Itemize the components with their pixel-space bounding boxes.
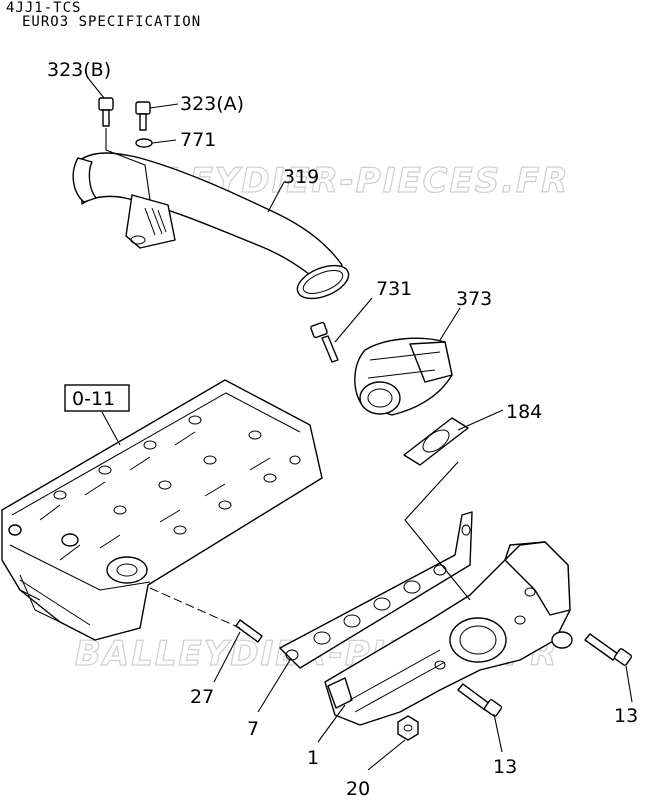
washer-771 xyxy=(135,138,153,148)
intake-pipe-319 xyxy=(72,152,350,300)
bolt-13-lower xyxy=(457,683,503,717)
callout-323a[interactable]: 323(A) xyxy=(180,93,244,115)
nut-20 xyxy=(397,715,419,741)
callout-1[interactable]: 1 xyxy=(307,747,319,769)
callout-7[interactable]: 7 xyxy=(247,718,259,740)
callout-319[interactable]: 319 xyxy=(283,166,319,188)
callout-373[interactable]: 373 xyxy=(456,288,492,310)
bolt-323b xyxy=(98,97,114,127)
bolt-323a xyxy=(135,101,151,131)
manifold-gasket-7 xyxy=(279,511,473,669)
callout-20[interactable]: 20 xyxy=(346,778,370,800)
header-model: 4JJ1-TCS xyxy=(6,0,82,16)
leader-lines xyxy=(87,77,633,771)
align-line-gasket xyxy=(404,461,471,601)
throttle-valve-373 xyxy=(354,337,453,416)
gasket-184 xyxy=(403,417,469,466)
callout-27[interactable]: 27 xyxy=(190,686,214,708)
callout-184[interactable]: 184 xyxy=(506,401,542,423)
callout-13-lower[interactable]: 13 xyxy=(493,756,517,778)
align-line-stud xyxy=(149,587,241,629)
callout-13-right[interactable]: 13 xyxy=(614,705,638,727)
bolt-731 xyxy=(310,321,339,363)
header-spec: EURO3 SPECIFICATION xyxy=(22,14,202,30)
ref-box-0-11[interactable] xyxy=(64,384,130,412)
intake-manifold-1 xyxy=(324,541,573,726)
bolt-13-right xyxy=(584,633,633,666)
callout-731[interactable]: 731 xyxy=(376,278,412,300)
callout-323b[interactable]: 323(B) xyxy=(47,59,111,81)
stud-27 xyxy=(235,619,263,643)
cylinder-head-0-11 xyxy=(1,379,323,641)
callout-771[interactable]: 771 xyxy=(180,129,216,151)
callout-0-11[interactable]: 0-11 xyxy=(72,388,115,410)
